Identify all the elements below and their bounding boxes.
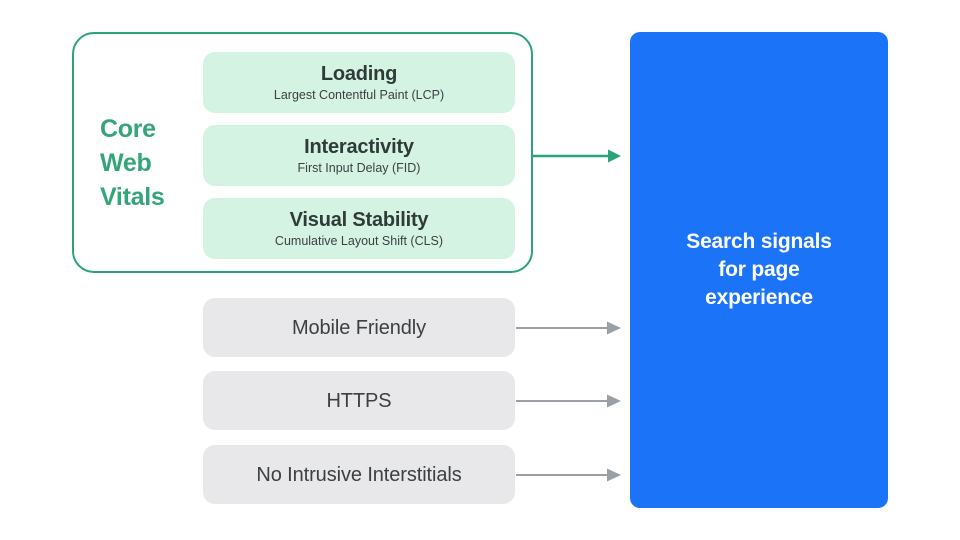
vital-card-visual-stability-title: Visual Stability <box>289 209 429 231</box>
vital-card-interactivity[interactable]: Interactivity First Input Delay (FID) <box>203 125 515 186</box>
arrow-mobile-friendly-to-destination <box>516 321 621 335</box>
arrow-no-intrusive-interstitials-to-destination <box>516 468 621 482</box>
vital-card-loading[interactable]: Loading Largest Contentful Paint (LCP) <box>203 52 515 113</box>
vital-card-visual-stability[interactable]: Visual Stability Cumulative Layout Shift… <box>203 198 515 259</box>
search-signals-line-2: for page <box>718 258 800 281</box>
search-signals-line-1: Search signals <box>686 230 832 253</box>
signal-card-mobile-friendly-label: Mobile Friendly <box>291 316 427 339</box>
vital-card-visual-stability-subtitle: Cumulative Layout Shift (CLS) <box>274 234 444 248</box>
signal-card-https-label: HTTPS <box>326 389 392 412</box>
core-web-vitals-group <box>72 32 533 273</box>
signal-card-mobile-friendly[interactable]: Mobile Friendly <box>203 298 515 357</box>
vital-card-loading-title: Loading <box>320 63 398 85</box>
search-signals-line-3: experience <box>705 286 813 309</box>
core-web-vitals-label-line-3: Vitals <box>100 183 165 211</box>
core-web-vitals-label: Core Web Vitals <box>100 112 192 214</box>
vital-card-loading-subtitle: Largest Contentful Paint (LCP) <box>273 88 445 102</box>
signal-card-no-intrusive-interstitials[interactable]: No Intrusive Interstitials <box>203 445 515 504</box>
core-web-vitals-label-line-2: Web <box>100 149 152 177</box>
core-web-vitals-label-line-1: Core <box>100 115 156 143</box>
arrow-https-to-destination <box>516 394 621 408</box>
vital-card-interactivity-title: Interactivity <box>304 136 414 158</box>
search-signals-box[interactable]: Search signals for page experience <box>630 32 888 508</box>
arrow-core-web-vitals-to-destination <box>533 149 621 163</box>
signal-card-https[interactable]: HTTPS <box>203 371 515 430</box>
search-signals-text: Search signals for page experience <box>686 228 832 312</box>
vital-card-interactivity-subtitle: First Input Delay (FID) <box>297 161 421 175</box>
signal-card-no-intrusive-interstitials-label: No Intrusive Interstitials <box>256 463 462 486</box>
